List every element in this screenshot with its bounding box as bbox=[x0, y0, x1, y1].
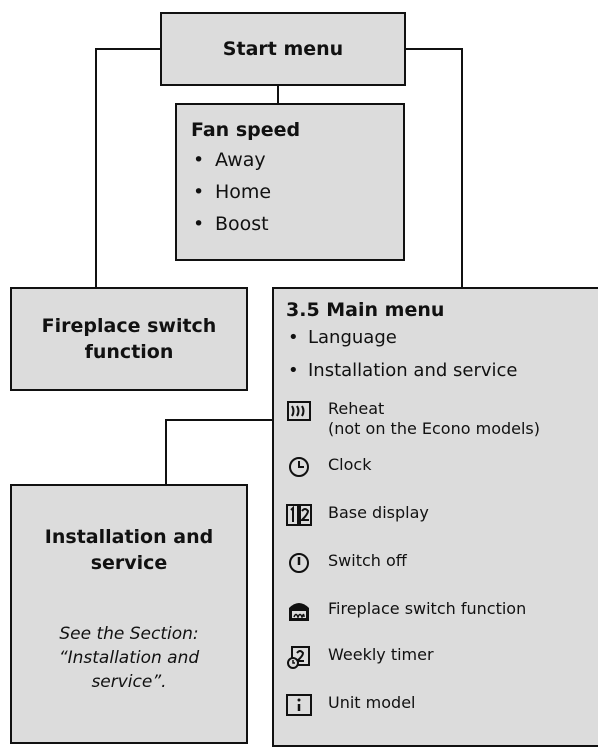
installation-title: Installation and service bbox=[12, 524, 246, 576]
main-menu-item-clock: Clock bbox=[286, 455, 371, 479]
base-display-label: Base display bbox=[328, 503, 429, 522]
fan-speed-item-boost: Boost bbox=[191, 213, 403, 235]
installation-note-line1: See the Section: bbox=[59, 624, 199, 644]
main-menu-item-reheat: Reheat (not on the Econo models) bbox=[286, 399, 540, 439]
main-menu-title: 3.5 Main menu bbox=[286, 299, 445, 321]
main-menu-item-weekly-timer: Weekly timer bbox=[286, 645, 434, 669]
connector-install-horizontal bbox=[165, 419, 272, 421]
main-menu-item-switch-off: Switch off bbox=[286, 551, 407, 575]
fan-speed-title: Fan speed bbox=[191, 119, 301, 141]
connector-right-vertical bbox=[461, 48, 463, 287]
installation-note-line2: “Installation and bbox=[58, 648, 200, 668]
connector-center-vertical bbox=[277, 86, 279, 103]
switch-off-icon bbox=[286, 551, 312, 575]
base-display-icon bbox=[286, 503, 312, 527]
fan-speed-list: Away Home Boost bbox=[191, 149, 403, 235]
main-menu-bullet-installation: Installation and service bbox=[286, 360, 598, 381]
fireplace-box-line2: function bbox=[84, 341, 174, 363]
start-menu-box: Start menu bbox=[160, 12, 406, 86]
installation-title-line2: service bbox=[90, 552, 168, 574]
clock-label: Clock bbox=[328, 455, 372, 474]
unit-model-icon bbox=[286, 693, 312, 717]
fireplace-icon bbox=[286, 599, 312, 623]
main-menu-item-base-display: Base display bbox=[286, 503, 429, 527]
unit-model-label: Unit model bbox=[328, 693, 416, 712]
fan-speed-item-home: Home bbox=[191, 181, 403, 203]
connector-right-horizontal bbox=[406, 48, 463, 50]
installation-note-line3: service”. bbox=[91, 672, 167, 692]
weekly-timer-label: Weekly timer bbox=[328, 645, 434, 664]
installation-note: See the Section: “Installation and servi… bbox=[12, 622, 246, 694]
main-menu-box: 3.5 Main menu Language Installation and … bbox=[272, 287, 598, 747]
reheat-icon bbox=[286, 399, 312, 423]
reheat-sublabel: (not on the Econo models) bbox=[328, 419, 540, 438]
fan-speed-item-away: Away bbox=[191, 149, 403, 171]
switch-off-label: Switch off bbox=[328, 551, 407, 570]
reheat-label: Reheat bbox=[328, 399, 385, 418]
weekly-timer-icon bbox=[286, 645, 312, 669]
main-menu-item-unit-model: Unit model bbox=[286, 693, 415, 717]
connector-left-vertical bbox=[95, 48, 97, 287]
fireplace-switch-box: Fireplace switch function bbox=[10, 287, 248, 391]
main-menu-bullet-language: Language bbox=[286, 327, 598, 348]
connector-left-horizontal bbox=[95, 48, 160, 50]
fireplace-box-line1: Fireplace switch bbox=[41, 315, 217, 337]
installation-title-line1: Installation and bbox=[44, 526, 214, 548]
connector-install-vertical bbox=[165, 419, 167, 484]
fan-speed-box: Fan speed Away Home Boost bbox=[175, 103, 405, 261]
main-menu-item-fireplace: Fireplace switch function bbox=[286, 599, 526, 623]
start-menu-title: Start menu bbox=[222, 38, 344, 60]
installation-service-box: Installation and service See the Section… bbox=[10, 484, 248, 744]
fireplace-label: Fireplace switch function bbox=[328, 599, 527, 618]
clock-icon bbox=[286, 455, 312, 479]
